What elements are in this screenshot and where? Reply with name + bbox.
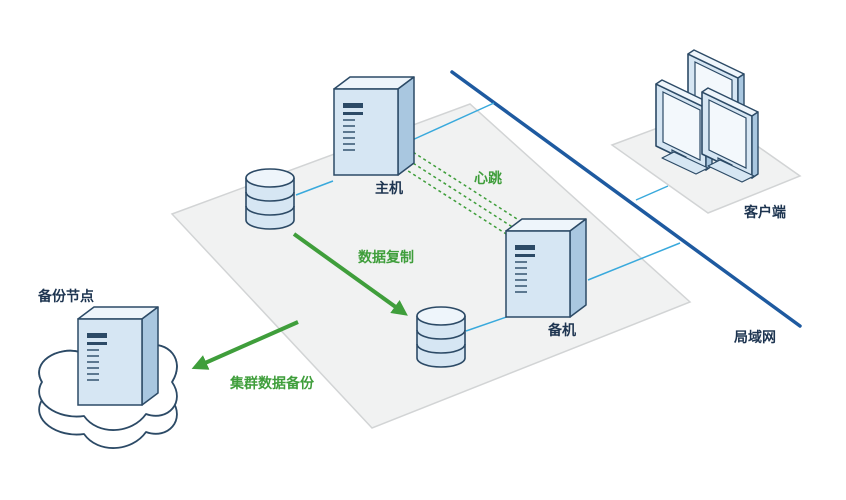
replication-arrow (292, 232, 408, 316)
standby-label: 备机 (548, 323, 576, 339)
cluster-backup-arrow (191, 320, 299, 370)
heartbeat-label: 心跳 (474, 171, 502, 187)
standby-database-icon (416, 306, 466, 368)
primary-label: 主机 (375, 181, 403, 197)
primary-database-icon (245, 168, 295, 230)
heartbeat-link (387, 135, 529, 249)
replication-label: 数据复制 (358, 250, 414, 266)
backup-server-icon (77, 306, 159, 406)
backup-node-label: 备份节点 (38, 289, 94, 305)
standby-server-icon (505, 218, 587, 318)
network-links (295, 102, 681, 332)
cluster-backup-label: 集群数据备份 (230, 376, 314, 392)
lan-label: 局域网 (734, 330, 776, 346)
client-label: 客户端 (744, 205, 786, 221)
primary-server-icon (333, 76, 415, 176)
lan-line (450, 70, 802, 328)
